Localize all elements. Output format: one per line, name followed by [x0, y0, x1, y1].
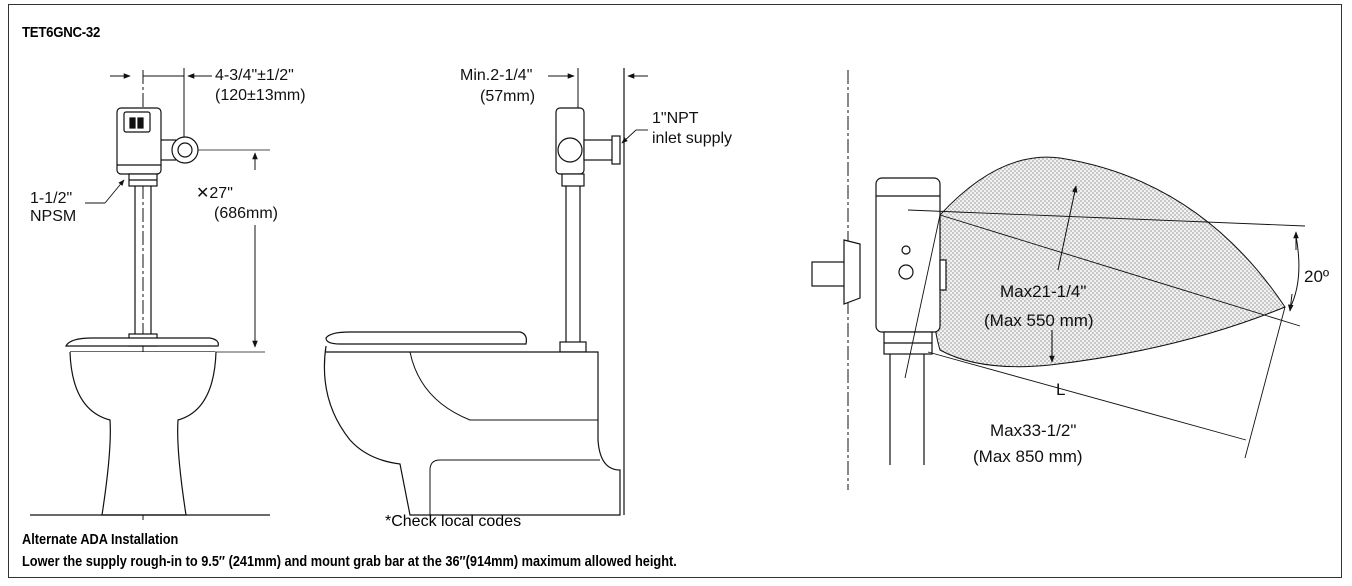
length-symbol-label: L	[1056, 380, 1065, 399]
side-view	[323, 68, 648, 516]
length-label: Max33-1/2"	[990, 421, 1076, 440]
connector-label: 1-1/2"	[30, 190, 72, 207]
valve-offset-label: 4-3/4"±1/2"	[215, 67, 294, 84]
min-clearance-label: Min.2-1/4"	[460, 67, 532, 84]
height-mm-label: (686mm)	[214, 205, 278, 222]
sensor-view	[811, 70, 1306, 490]
sheet-border	[8, 4, 1342, 578]
front-view	[30, 68, 270, 520]
range-mm-label: (Max 550 mm)	[984, 311, 1094, 330]
valve-offset-mm-label: (120±13mm)	[215, 87, 306, 104]
min-clearance-mm-label: (57mm)	[480, 88, 535, 105]
model-number: TET6GNC-32	[22, 24, 101, 41]
length-mm-label: (Max 850 mm)	[973, 447, 1083, 466]
connector-type-label: NPSM	[30, 208, 76, 225]
angle-label: 20º	[1304, 267, 1329, 286]
height-label: ✕27"	[196, 185, 233, 202]
inlet-label: 1"NPT	[652, 110, 699, 127]
ada-body: Lower the supply rough-in to 9.5″ (241mm…	[22, 553, 677, 570]
footnote: *Check local codes	[385, 513, 522, 530]
ada-title: Alternate ADA Installation	[22, 531, 179, 548]
inlet-supply-label: inlet supply	[652, 130, 732, 147]
range-label: Max21-1/4"	[1000, 282, 1086, 301]
